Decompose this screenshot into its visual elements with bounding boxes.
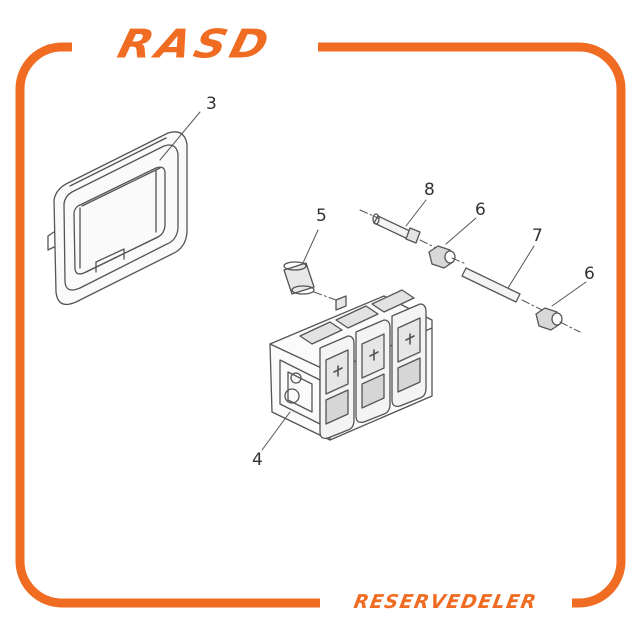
part-6-nut-lower xyxy=(535,307,563,331)
brand-logo: RASD xyxy=(72,21,318,67)
part-7-rod xyxy=(461,267,521,303)
footer-tag: RESERVEDELER xyxy=(320,588,572,616)
callout-7: 7 xyxy=(532,226,543,246)
callout-6-upper: 6 xyxy=(475,200,486,220)
callout-6-lower: 6 xyxy=(584,264,595,284)
part-5-sleeve xyxy=(283,261,315,295)
part-8-pin xyxy=(372,213,421,244)
callout-4: 4 xyxy=(252,450,263,470)
part-6-nut-upper xyxy=(428,245,456,269)
callout-3: 3 xyxy=(206,94,217,114)
callout-8: 8 xyxy=(424,180,435,200)
part-3-bezel-frame xyxy=(47,131,188,306)
part-4-switch-block xyxy=(269,289,433,441)
callout-5: 5 xyxy=(316,206,327,226)
